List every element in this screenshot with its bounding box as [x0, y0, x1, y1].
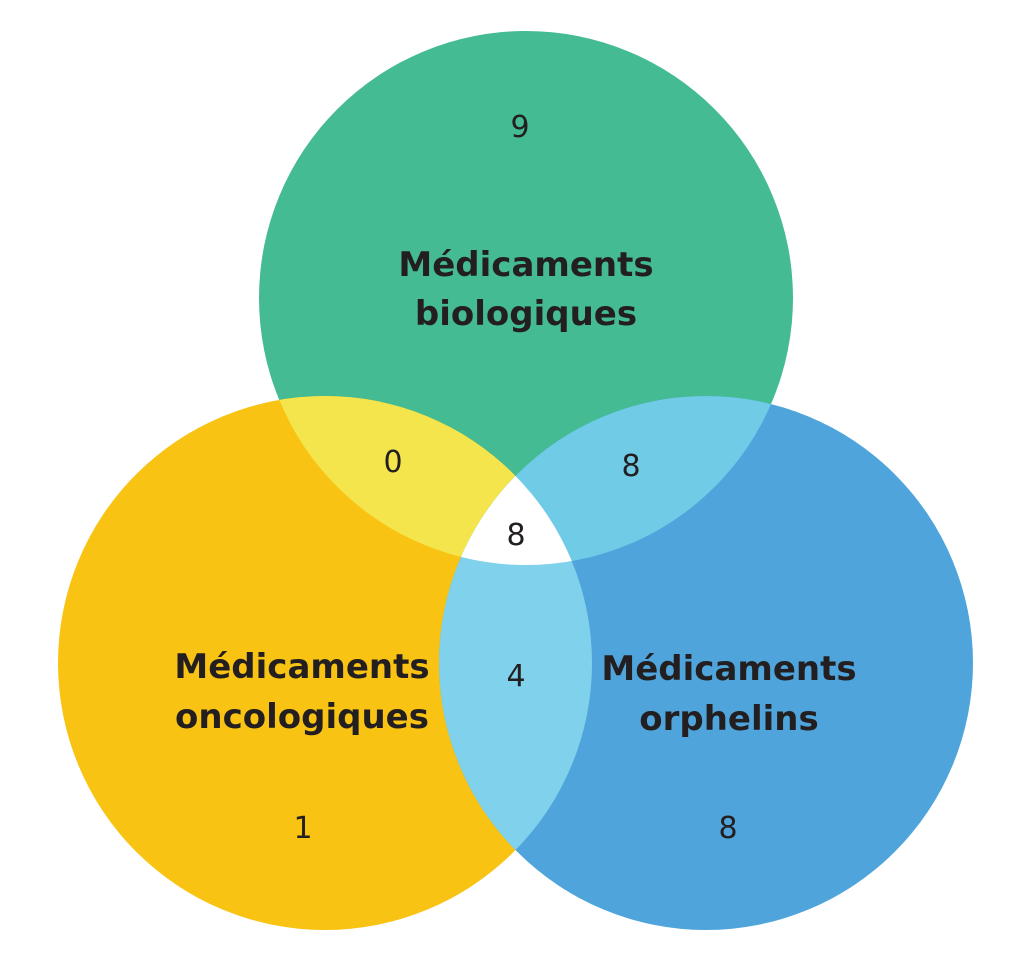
count-orph-only: 8 — [718, 811, 737, 846]
overlap-bio-onco — [259, 396, 592, 565]
count-onco-only: 1 — [293, 811, 312, 846]
label-bio-line2: biologiques — [415, 294, 637, 334]
label-onco-line2: oncologiques — [175, 697, 429, 737]
label-orph-line2: orphelins — [639, 699, 818, 739]
overlap-bio-orph — [439, 396, 793, 565]
label-orph-line1: Médicaments — [601, 649, 856, 689]
label-bio-line1: Médicaments — [398, 245, 653, 285]
count-bio-only: 9 — [510, 110, 529, 145]
count-all: 8 — [506, 518, 525, 553]
count-bio-onco: 0 — [383, 445, 402, 480]
count-bio-orph: 8 — [621, 449, 640, 484]
label-onco-line1: Médicaments — [174, 647, 429, 687]
count-onco-orph: 4 — [506, 659, 525, 694]
